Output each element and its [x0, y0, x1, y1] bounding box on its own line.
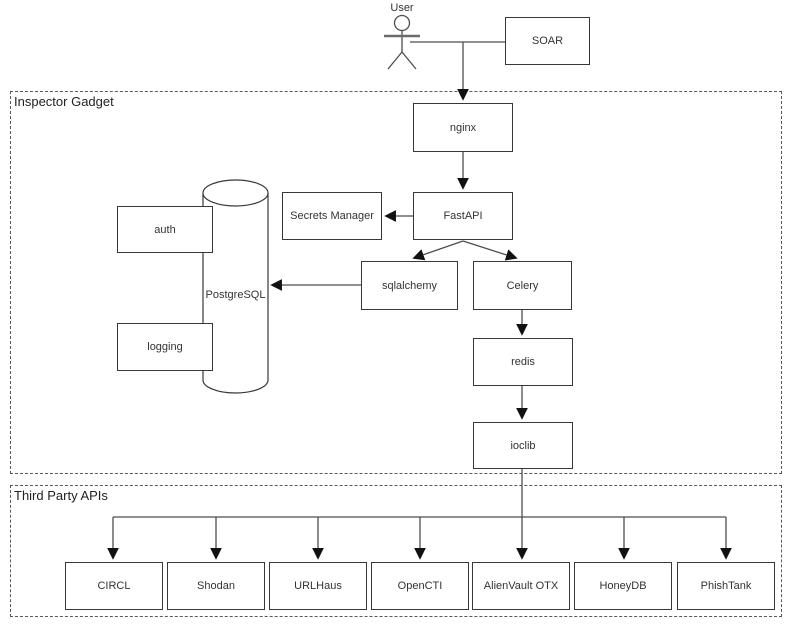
- node-redis: redis: [473, 338, 573, 386]
- node-phishtank: PhishTank: [677, 562, 775, 610]
- node-logging: logging: [117, 323, 213, 371]
- edge-fastapi-sqlalchemy: [412, 240, 464, 261]
- third-party-apis-container: Third Party APIs: [10, 485, 782, 617]
- inspector-gadget-label: Inspector Gadget: [14, 94, 114, 109]
- node-circl: CIRCL: [65, 562, 163, 610]
- node-nginx: nginx: [413, 103, 513, 152]
- node-honeydb: HoneyDB: [574, 562, 672, 610]
- node-fastapi: FastAPI: [413, 192, 513, 240]
- edge-fastapi-celery: [462, 240, 518, 261]
- user-actor-label: User: [390, 2, 414, 14]
- node-ioclib: ioclib: [473, 422, 573, 469]
- third-party-apis-label: Third Party APIs: [14, 488, 108, 503]
- postgresql-cylinder-shape: [202, 179, 269, 394]
- node-postgresql-label: PostgreSQL: [205, 289, 266, 301]
- node-celery: Celery: [473, 261, 572, 310]
- node-auth: auth: [117, 206, 213, 253]
- node-secrets-manager: Secrets Manager: [282, 192, 382, 240]
- node-soar: SOAR: [505, 17, 590, 65]
- node-alienvault-otx: AlienVault OTX: [472, 562, 570, 610]
- node-opencti: OpenCTI: [371, 562, 469, 610]
- user-actor-icon: [384, 14, 420, 70]
- node-sqlalchemy: sqlalchemy: [361, 261, 458, 310]
- node-shodan: Shodan: [167, 562, 265, 610]
- node-urlhaus: URLHaus: [269, 562, 367, 610]
- inspector-gadget-container: Inspector Gadget: [10, 91, 782, 474]
